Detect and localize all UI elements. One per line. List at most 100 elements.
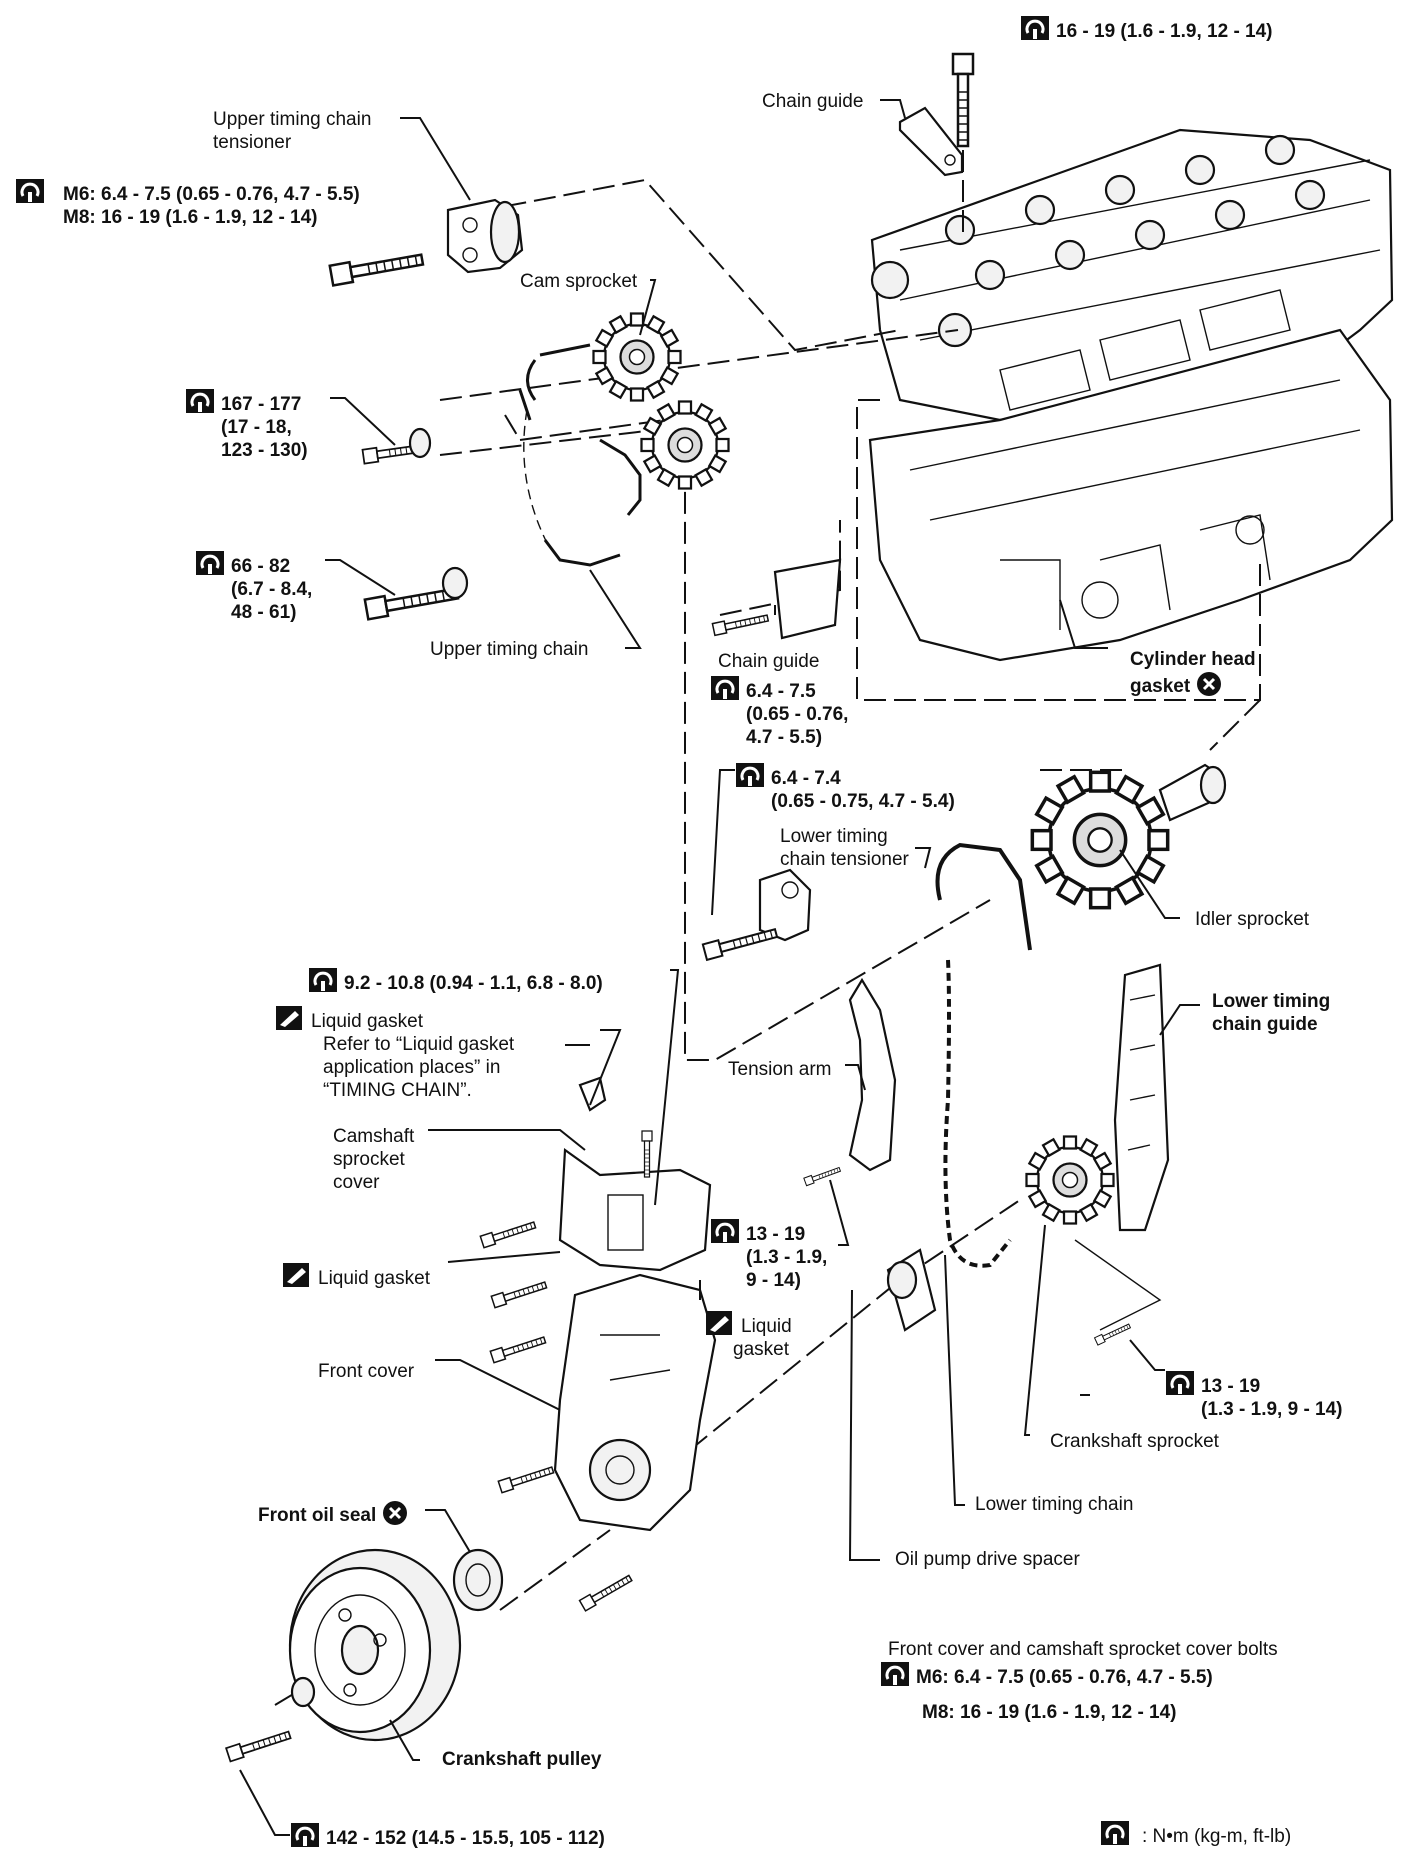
pulley-bolt-torque: 142 - 152 (14.5 - 15.5, 105 - 112) xyxy=(290,1822,605,1850)
front-cover-bolts-note-m8: M8: 16 - 19 (1.6 - 1.9, 12 - 14) xyxy=(922,1702,1177,1723)
liquid-gasket-right-label: Liquid gasket xyxy=(705,1310,792,1361)
lower-timing-chain-illustration xyxy=(935,842,1032,1268)
liquid-gasket-right-line2: gasket xyxy=(733,1339,789,1360)
liquid-gasket-right-line1: Liquid xyxy=(741,1316,792,1337)
front-cover-bolts-note-m6: M6: 6.4 - 7.5 (0.65 - 0.76, 4.7 - 5.5) xyxy=(916,1667,1213,1688)
gasket-tube-icon xyxy=(276,1006,302,1030)
lower-tensioner-torque-line1: 6.4 - 7.4 xyxy=(771,768,841,789)
gasket-tube-icon xyxy=(706,1311,732,1335)
crankshaft-sprocket-label: Crankshaft sprocket xyxy=(1050,1431,1219,1452)
top-bolt-illustration xyxy=(951,52,975,148)
liquid-gasket-note-line1: Liquid gasket xyxy=(311,1011,423,1032)
upper-tensioner-illustration xyxy=(446,198,524,274)
cylinder-block-illustration xyxy=(868,328,1394,662)
upper-timing-chain-label: Upper timing chain xyxy=(430,639,589,660)
oil-pump-drive-spacer-illustration xyxy=(886,1248,937,1332)
torque-wrench-icon xyxy=(1166,1371,1194,1395)
torque-13a-label: 13 - 19 (1.3 - 1.9, 9 - 14) xyxy=(710,1218,827,1292)
chain-guide-mid-label: Chain guide xyxy=(718,651,820,672)
front-oil-seal-label: Front oil seal xyxy=(258,1500,408,1527)
upper-tensioner-label-line1: Upper timing chain xyxy=(213,109,372,130)
torque-66-line2: (6.7 - 8.4, xyxy=(231,579,313,600)
leader-lines xyxy=(239,99,1200,1836)
chain-guide-top-label: Chain guide xyxy=(762,91,864,112)
tension-arm-illustration xyxy=(848,977,897,1172)
units-legend: : N•m (kg-m, ft-lb) xyxy=(1100,1820,1291,1848)
lower-tensioner-illustration xyxy=(758,868,812,942)
crankshaft-pulley-illustration xyxy=(288,1548,462,1742)
circle-x-icon xyxy=(1197,672,1222,696)
torque-167-line1: 167 - 177 xyxy=(221,394,302,415)
torque-13b-line2: (1.3 - 1.9, 9 - 14) xyxy=(1201,1399,1343,1420)
pulley-bolt-torque-text: 142 - 152 (14.5 - 15.5, 105 - 112) xyxy=(326,1828,605,1849)
tensioner-torque-m6: M6: 6.4 - 7.5 (0.65 - 0.76, 4.7 - 5.5) xyxy=(63,184,360,205)
torque-wrench-icon xyxy=(711,676,739,700)
torque-66-label: 66 - 82 (6.7 - 8.4, 48 - 61) xyxy=(195,550,312,624)
front-cover-bolts-note-title: Front cover and camshaft sprocket cover … xyxy=(888,1639,1278,1660)
torque-wrench-icon xyxy=(736,763,764,787)
torque-wrench-icon xyxy=(291,1823,319,1847)
lower-chain-guide-label: Lower timing chain guide xyxy=(1212,990,1330,1036)
front-oil-seal-illustration xyxy=(452,1548,504,1612)
torque-167-line3: 123 - 130) xyxy=(221,440,308,461)
units-legend-text: : N•m (kg-m, ft-lb) xyxy=(1142,1826,1292,1847)
crankshaft-pulley-label: Crankshaft pulley xyxy=(442,1749,602,1770)
torque-13b-line1: 13 - 19 xyxy=(1201,1376,1261,1397)
liquid-gasket-note-line2: Refer to “Liquid gasket xyxy=(323,1034,515,1055)
upper-timing-chain-illustration xyxy=(518,343,642,567)
lower-chain-guide-line1: Lower timing xyxy=(1212,991,1331,1012)
oil-pump-drive-spacer-label: Oil pump drive spacer xyxy=(895,1549,1080,1570)
torque-13a-line2: (1.3 - 1.9, xyxy=(746,1247,828,1268)
crankshaft-sprocket-illustration xyxy=(1025,1135,1115,1225)
tensioner-torque: M6: 6.4 - 7.5 (0.65 - 0.76, 4.7 - 5.5) M… xyxy=(15,178,360,229)
chain-guide-mid-torque-line1: 6.4 - 7.5 xyxy=(746,681,816,702)
lower-chain-guide-line2: chain guide xyxy=(1212,1014,1318,1035)
torque-13a-line1: 13 - 19 xyxy=(746,1224,806,1245)
torque-wrench-icon xyxy=(881,1662,909,1686)
torque-13a-line3: 9 - 14) xyxy=(746,1270,801,1291)
cylinder-head-gasket-label: Cylinder head gasket xyxy=(1130,648,1256,698)
liquid-gasket-left-label: Liquid gasket xyxy=(282,1262,430,1290)
cam-sprocket-lower xyxy=(640,400,730,490)
front-oil-seal-text: Front oil seal xyxy=(258,1505,377,1526)
camshaft-sprocket-cover-label: Camshaft sprocket cover xyxy=(333,1125,414,1194)
torque-167-line2: (17 - 18, xyxy=(221,417,292,438)
chain-guide-top-illustration xyxy=(898,106,964,177)
lower-timing-chain-label: Lower timing chain xyxy=(975,1494,1134,1515)
circle-x-icon xyxy=(383,1501,408,1525)
lower-tensioner-line1: Lower timing xyxy=(780,826,888,847)
top-bolt-torque: 16 - 19 (1.6 - 1.9, 12 - 14) xyxy=(1020,15,1273,43)
cam-sprocket-upper xyxy=(592,312,682,402)
camshaft-sprocket-cover-line1: Camshaft xyxy=(333,1126,415,1147)
idler-sprocket-label: Idler sprocket xyxy=(1195,909,1310,930)
front-cover-bolts-note: Front cover and camshaft sprocket cover … xyxy=(881,1638,1278,1724)
front-cover-label: Front cover xyxy=(318,1361,415,1382)
torque-wrench-icon xyxy=(309,968,337,992)
liquid-gasket-note: Liquid gasket Refer to “Liquid gasket ap… xyxy=(275,1005,514,1102)
upper-tensioner-label: Upper timing chain tensioner xyxy=(213,108,371,154)
gasket-tube-icon xyxy=(283,1263,309,1287)
chain-guide-mid-torque: 6.4 - 7.5 (0.65 - 0.76, 4.7 - 5.5) xyxy=(710,675,848,749)
cam-sprocket-label: Cam sprocket xyxy=(520,271,638,292)
torque-wrench-icon xyxy=(186,389,214,413)
camshaft-sprocket-cover-illustration xyxy=(558,1076,712,1272)
idler-sprocket-illustration xyxy=(1030,770,1170,910)
liquid-gasket-note-line4: “TIMING CHAIN”. xyxy=(323,1080,472,1101)
torque-wrench-icon xyxy=(196,551,224,575)
lower-tensioner-torque: 6.4 - 7.4 (0.65 - 0.75, 4.7 - 5.4) xyxy=(735,762,955,813)
tension-arm-label: Tension arm xyxy=(728,1059,832,1080)
cylinder-head-gasket-line2: gasket xyxy=(1130,676,1191,697)
top-bolt-torque-text: 16 - 19 (1.6 - 1.9, 12 - 14) xyxy=(1056,21,1273,42)
torque-13b-label: 13 - 19 (1.3 - 1.9, 9 - 14) xyxy=(1165,1370,1343,1421)
torque-167-label: 167 - 177 (17 - 18, 123 - 130) xyxy=(185,388,308,462)
torque-66-line3: 48 - 61) xyxy=(231,602,297,623)
lower-tensioner-torque-line2: (0.65 - 0.75, 4.7 - 5.4) xyxy=(771,791,955,812)
upper-tensioner-label-line2: tensioner xyxy=(213,132,292,153)
torque-wrench-icon xyxy=(1021,16,1049,40)
camshaft-sprocket-cover-line3: cover xyxy=(333,1172,380,1193)
cover-bolt-torque: 9.2 - 10.8 (0.94 - 1.1, 6.8 - 8.0) xyxy=(308,967,603,995)
torque-wrench-icon xyxy=(1101,1821,1129,1845)
chain-guide-mid-illustration xyxy=(773,558,842,640)
chain-guide-mid-torque-line3: 4.7 - 5.5) xyxy=(746,727,823,748)
